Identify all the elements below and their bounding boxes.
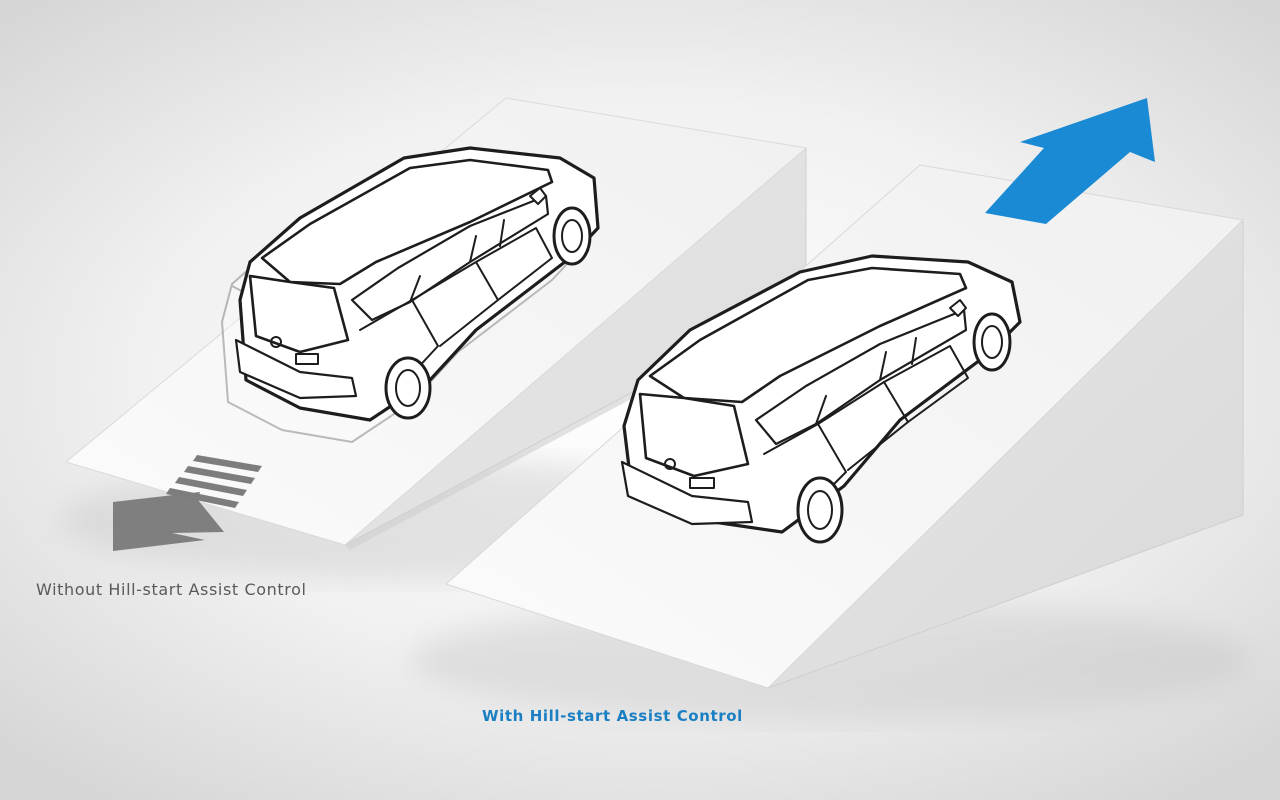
arrow-down-left-icon [113, 455, 262, 551]
car-rolling-back [221, 146, 600, 443]
caption-with-hac: With Hill-start Assist Control [482, 707, 743, 725]
arrow-up-right-icon [985, 98, 1155, 224]
car-holding [620, 254, 1022, 544]
caption-without-hac: Without Hill-start Assist Control [36, 580, 307, 599]
